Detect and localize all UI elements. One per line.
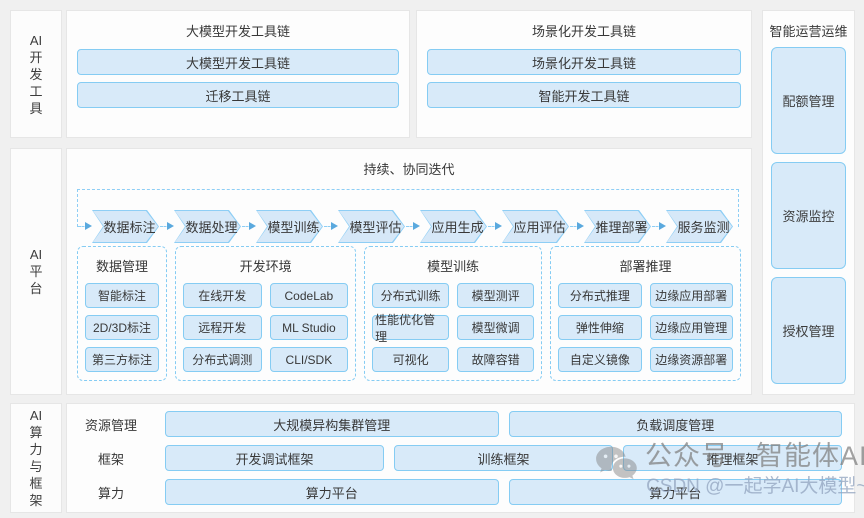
- pipeline-step: 推理部署: [570, 210, 651, 243]
- panel-title: 智能运营运维: [769, 24, 848, 39]
- pipeline-step-label: 应用评估: [513, 220, 566, 235]
- ops-box: 授权管理: [771, 277, 846, 384]
- capability-box: 模型微调: [457, 315, 535, 340]
- pipeline-step: 模型评估: [324, 210, 405, 243]
- capability-box: 故障容错: [457, 347, 535, 372]
- group-title: 开发环境: [239, 259, 292, 274]
- infra-box: 算力平台: [508, 479, 842, 505]
- infra-row-label: 框架: [97, 451, 124, 467]
- pipeline-step: 模型训练: [242, 210, 323, 243]
- pipeline-step-label: 模型训练: [267, 220, 320, 235]
- capability-box: 智能标注: [85, 283, 159, 308]
- panel-compute-framework: 资源管理 大规模异构集群管理负载调度管理 框架 开发调试框架训练框架推理框架 算…: [66, 403, 855, 513]
- capability-box: CLI/SDK: [269, 347, 349, 372]
- capability-box: 分布式调测: [183, 347, 262, 372]
- pipeline-step: 服务监测: [652, 210, 733, 243]
- group-deploy-inference: 部署推理 分布式推理边缘应用部署弹性伸缩边缘应用管理自定义镜像边缘资源部署: [550, 246, 741, 381]
- pipeline-step: 数据标注: [78, 210, 159, 243]
- infra-box: 大规模异构集群管理: [165, 411, 499, 437]
- iteration-loop-dashed-line: [77, 189, 739, 227]
- infra-row-label: 资源管理: [84, 417, 137, 433]
- ops-box-list: 配额管理资源监控授权管理: [763, 47, 854, 394]
- capability-groups: 数据管理 智能标注 2D/3D标注第三方标注 开发环境 在线开发 CodeLab 远程…: [77, 246, 741, 381]
- ops-box: 资源监控: [771, 162, 846, 269]
- infra-box-list: 开发调试框架训练框架推理框架: [165, 445, 842, 471]
- infra-row-framework: 框架 开发调试框架训练框架推理框架: [67, 445, 842, 471]
- group-item-list: 分布式训练模型测评性能优化管理模型微调可视化故障容错: [372, 283, 535, 372]
- group-dev-environment: 开发环境 在线开发 CodeLab 远程开发 ML Studio 分布式调测 CLI/SD…: [175, 246, 357, 381]
- infra-box: 训练框架: [394, 445, 613, 471]
- iteration-title: 持续、协同迭代: [363, 162, 455, 177]
- panel-title: 大模型开发工具链: [185, 24, 290, 39]
- panel-ai-platform: 持续、协同迭代 数据标注 数据处理: [66, 148, 752, 395]
- group-item-list: 在线开发 CodeLab 远程开发 ML Studio 分布式调测 CLI/SDK: [183, 283, 349, 372]
- rail-label: AI开发工具: [29, 32, 43, 116]
- rail-ai-dev-tools: AI开发工具: [10, 10, 62, 138]
- toolchain-box: 智能开发工具链: [427, 82, 741, 108]
- group-title: 模型训练: [427, 259, 480, 274]
- capability-box: 可视化: [372, 347, 450, 372]
- capability-box: 弹性伸缩: [558, 315, 642, 340]
- pipeline-step-label: 服务监测: [677, 220, 730, 235]
- infra-box: 负载调度管理: [508, 411, 842, 437]
- rail-label: AI算力与框架: [29, 408, 43, 508]
- pipeline-step-label: 数据处理: [185, 220, 238, 235]
- pipeline-step-label: 应用生成: [431, 220, 484, 235]
- infra-row-label: 算力: [97, 485, 124, 501]
- group-model-training: 模型训练 分布式训练模型测评性能优化管理模型微调可视化故障容错: [364, 246, 543, 381]
- infra-box: 开发调试框架: [165, 445, 384, 471]
- infra-row-compute: 算力 算力平台算力平台: [67, 479, 842, 505]
- capability-box: 2D/3D标注: [85, 315, 159, 340]
- group-data-management: 数据管理 智能标注 2D/3D标注第三方标注: [77, 246, 167, 381]
- pipeline-step: 应用生成: [406, 210, 487, 243]
- capability-box: 第三方标注: [85, 347, 159, 372]
- infra-box: 算力平台: [165, 479, 499, 505]
- rail-label: AI平台: [29, 247, 43, 296]
- rail-ai-platform: AI平台: [10, 148, 62, 395]
- pipeline-step: 数据处理: [160, 210, 241, 243]
- capability-box: 性能优化管理: [372, 313, 450, 344]
- infra-box: 推理框架: [623, 445, 842, 471]
- capability-box: 边缘应用管理: [649, 315, 733, 340]
- capability-box: 远程开发: [183, 315, 262, 340]
- group-title: 数据管理: [95, 259, 148, 274]
- group-item-list: 智能标注 2D/3D标注第三方标注: [85, 283, 159, 372]
- pipeline-step: 应用评估: [488, 210, 569, 243]
- toolchain-box: 迁移工具链: [77, 82, 399, 108]
- capability-box: 在线开发: [183, 283, 262, 308]
- llm-toolchain-list: 大模型开发工具链迁移工具链: [67, 49, 409, 108]
- capability-box: 模型测评: [457, 283, 535, 308]
- pipeline-steps: 数据标注 数据处理 模型训练: [77, 210, 733, 243]
- panel-llm-toolchain: 大模型开发工具链 大模型开发工具链迁移工具链: [66, 10, 410, 138]
- pipeline-step-label: 数据标注: [103, 220, 156, 235]
- capability-box: 边缘资源部署: [649, 347, 733, 372]
- infra-row-resource: 资源管理 大规模异构集群管理负载调度管理: [67, 411, 842, 437]
- toolchain-box: 场景化开发工具链: [427, 49, 741, 75]
- panel-title: 场景化开发工具链: [531, 24, 636, 39]
- pipeline-step-label: 推理部署: [595, 220, 648, 235]
- capability-box: 分布式训练: [372, 283, 450, 308]
- rail-ai-compute-framework: AI算力与框架: [10, 403, 62, 513]
- scenario-toolchain-list: 场景化开发工具链智能开发工具链: [417, 49, 751, 108]
- group-item-list: 分布式推理边缘应用部署弹性伸缩边缘应用管理自定义镜像边缘资源部署: [558, 283, 733, 372]
- ops-box: 配额管理: [771, 47, 846, 154]
- infra-box-list: 大规模异构集群管理负载调度管理: [165, 411, 842, 437]
- toolchain-box: 大模型开发工具链: [77, 49, 399, 75]
- capability-box: 自定义镜像: [558, 347, 642, 372]
- capability-box: 分布式推理: [558, 283, 642, 308]
- panel-scenario-toolchain: 场景化开发工具链 场景化开发工具链智能开发工具链: [416, 10, 752, 138]
- pipeline-step-label: 模型评估: [349, 220, 402, 235]
- panel-intelligent-ops: 智能运营运维 配额管理资源监控授权管理: [762, 10, 855, 395]
- pipeline: 数据标注 数据处理 模型训练: [77, 189, 741, 234]
- infra-box-list: 算力平台算力平台: [165, 479, 842, 505]
- capability-box: ML Studio: [269, 315, 349, 340]
- group-title: 部署推理: [619, 259, 672, 274]
- capability-box: CodeLab: [269, 283, 349, 308]
- capability-box: 边缘应用部署: [649, 283, 733, 308]
